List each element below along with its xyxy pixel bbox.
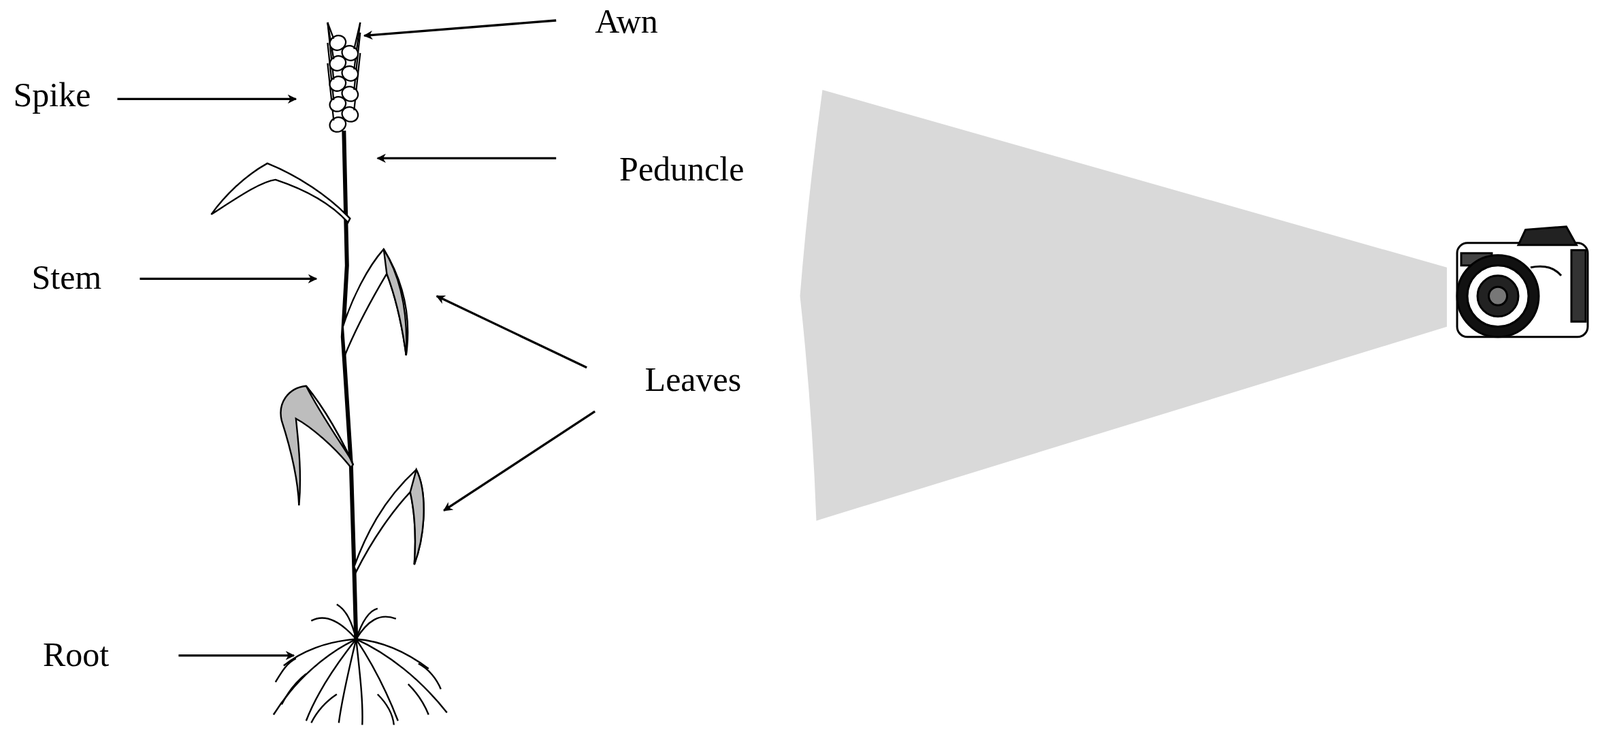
part-label: Root [42, 635, 109, 674]
roots [273, 604, 448, 725]
awn-bristle [327, 22, 334, 39]
spike [327, 22, 361, 135]
part-label: Peduncle [619, 150, 744, 188]
leaves [210, 163, 424, 572]
field-of-view [800, 89, 1448, 521]
awn-bristle [353, 22, 361, 50]
camera-icon [1457, 226, 1588, 337]
awn-bristle [327, 22, 334, 80]
leader-arrows [117, 20, 595, 656]
part-label: Leaves [645, 360, 742, 399]
part-label: Awn [594, 2, 659, 41]
part-label: Spike [12, 76, 91, 114]
grain [327, 32, 349, 53]
awn-bristle [353, 22, 361, 70]
part-label: Stem [31, 258, 102, 297]
